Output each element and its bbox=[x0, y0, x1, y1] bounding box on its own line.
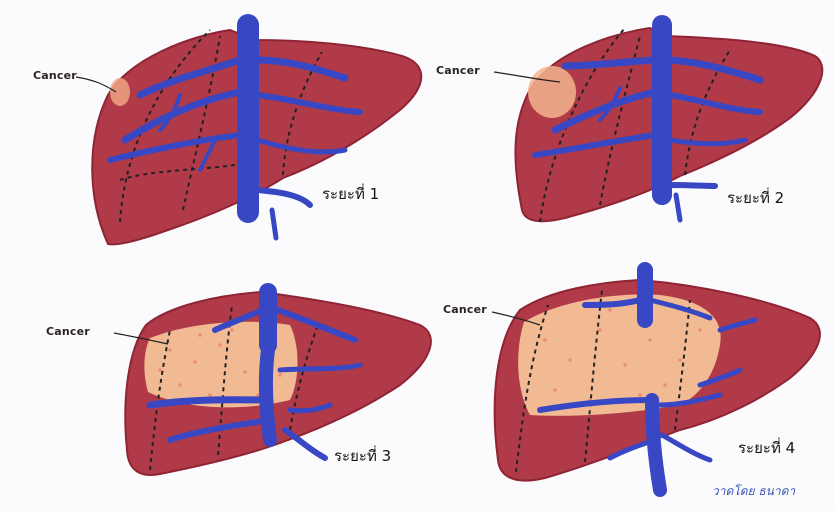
stage-label-4: ระยะที่ 4 bbox=[738, 436, 795, 460]
artist-signature: วาดโดย ธนาดา bbox=[712, 482, 795, 501]
cancer-label-4: Cancer bbox=[443, 303, 487, 316]
